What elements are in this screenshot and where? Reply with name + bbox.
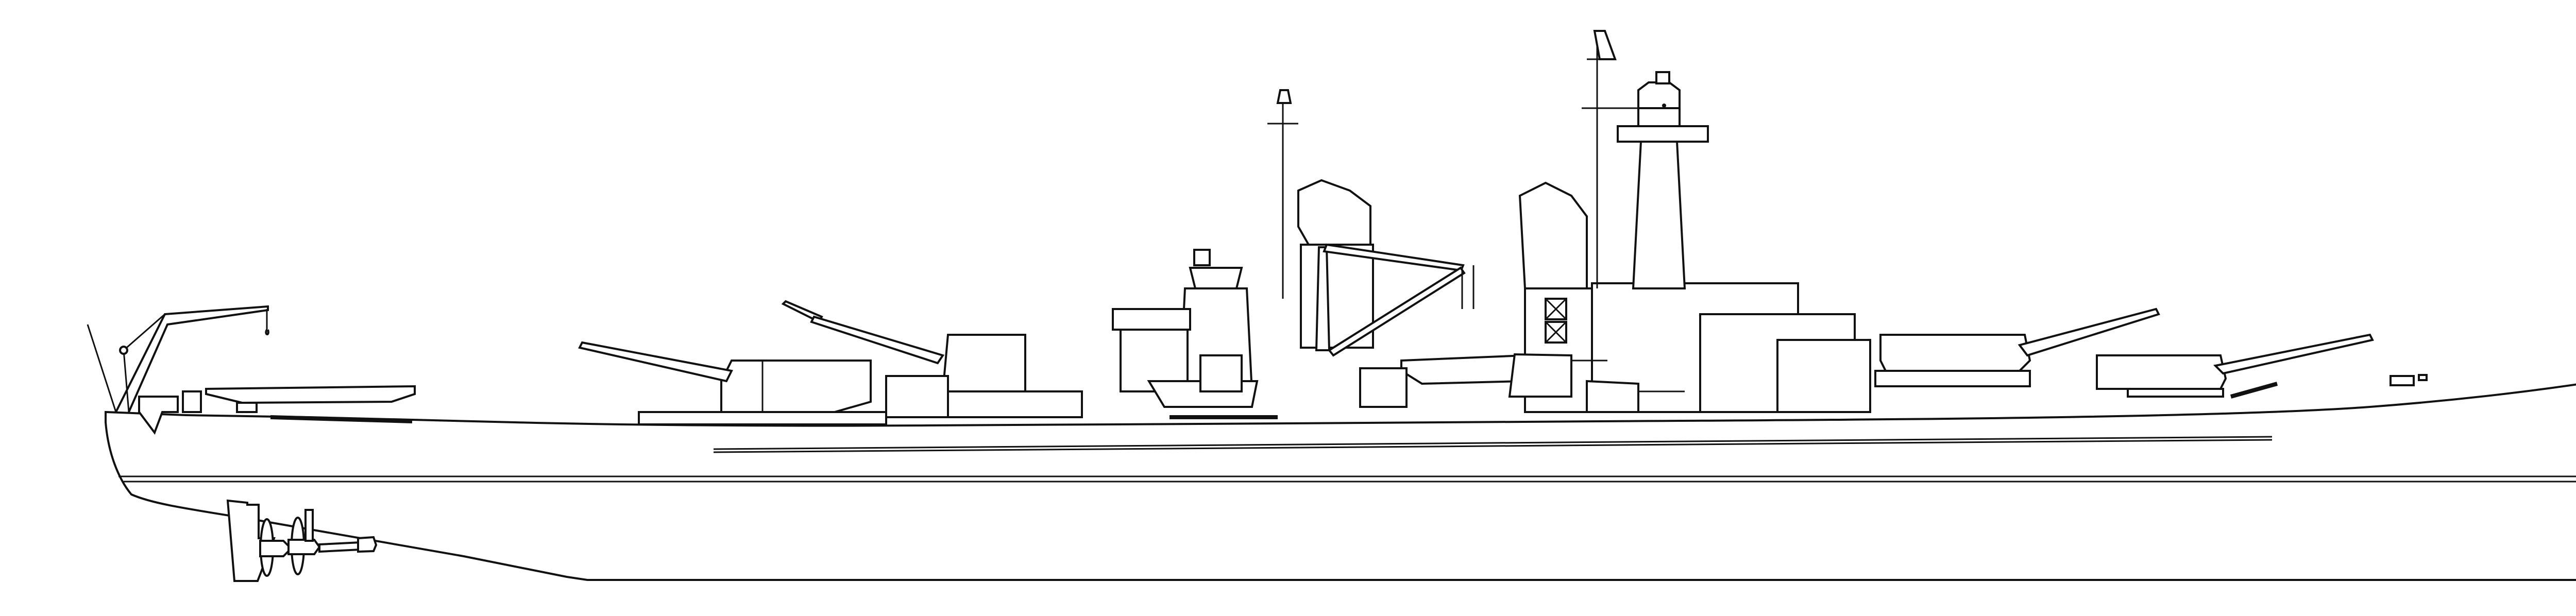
armor-belt <box>713 436 2273 453</box>
forward-main-turret <box>2096 333 2374 398</box>
fantail-platform <box>138 385 416 435</box>
bow-fittings <box>2389 374 2428 386</box>
propellers <box>259 517 321 577</box>
secondary-mounts <box>1199 353 1685 413</box>
aft-funnel <box>1297 179 1374 349</box>
propeller-shaft <box>304 509 378 553</box>
aft-main-turret <box>578 341 887 425</box>
waterline <box>118 475 2576 483</box>
aft-superstructure <box>781 300 1083 418</box>
forward-superfiring-turret <box>1874 307 2160 387</box>
aircraft-crane <box>87 305 269 413</box>
forward-superstructure <box>1518 181 1871 413</box>
boat-crane <box>1315 243 1475 357</box>
aft-mast <box>1267 89 1298 299</box>
forward-tower <box>1617 71 1709 289</box>
